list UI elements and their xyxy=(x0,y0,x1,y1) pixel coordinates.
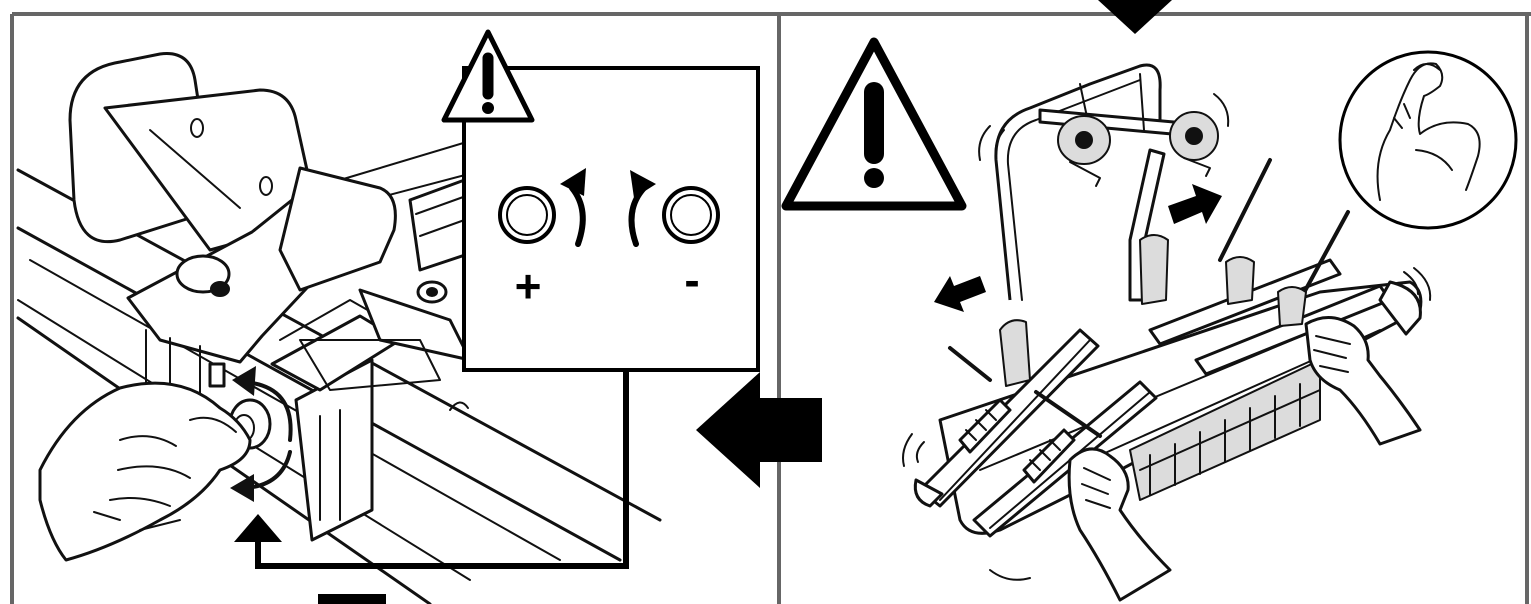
big-arrow-left-icon xyxy=(696,372,822,488)
tighten-ring-icon xyxy=(500,188,554,242)
hand-right-icon xyxy=(1306,317,1420,444)
loosen-symbol: - xyxy=(684,254,699,306)
warning-icon xyxy=(786,42,962,206)
step-marker-bottom xyxy=(318,594,386,604)
right-panel xyxy=(786,42,1516,600)
tighten-symbol: + xyxy=(515,260,542,312)
left-panel: + - xyxy=(18,32,822,604)
flexed-arm-icon xyxy=(1340,52,1516,228)
frame-clamp-right xyxy=(1170,112,1218,176)
move-arrow-right-icon xyxy=(1168,184,1222,224)
step-pointer-top xyxy=(1098,0,1172,34)
hand-icon xyxy=(40,383,250,560)
move-arrow-left-icon xyxy=(934,276,986,312)
loosen-ring-icon xyxy=(664,188,718,242)
